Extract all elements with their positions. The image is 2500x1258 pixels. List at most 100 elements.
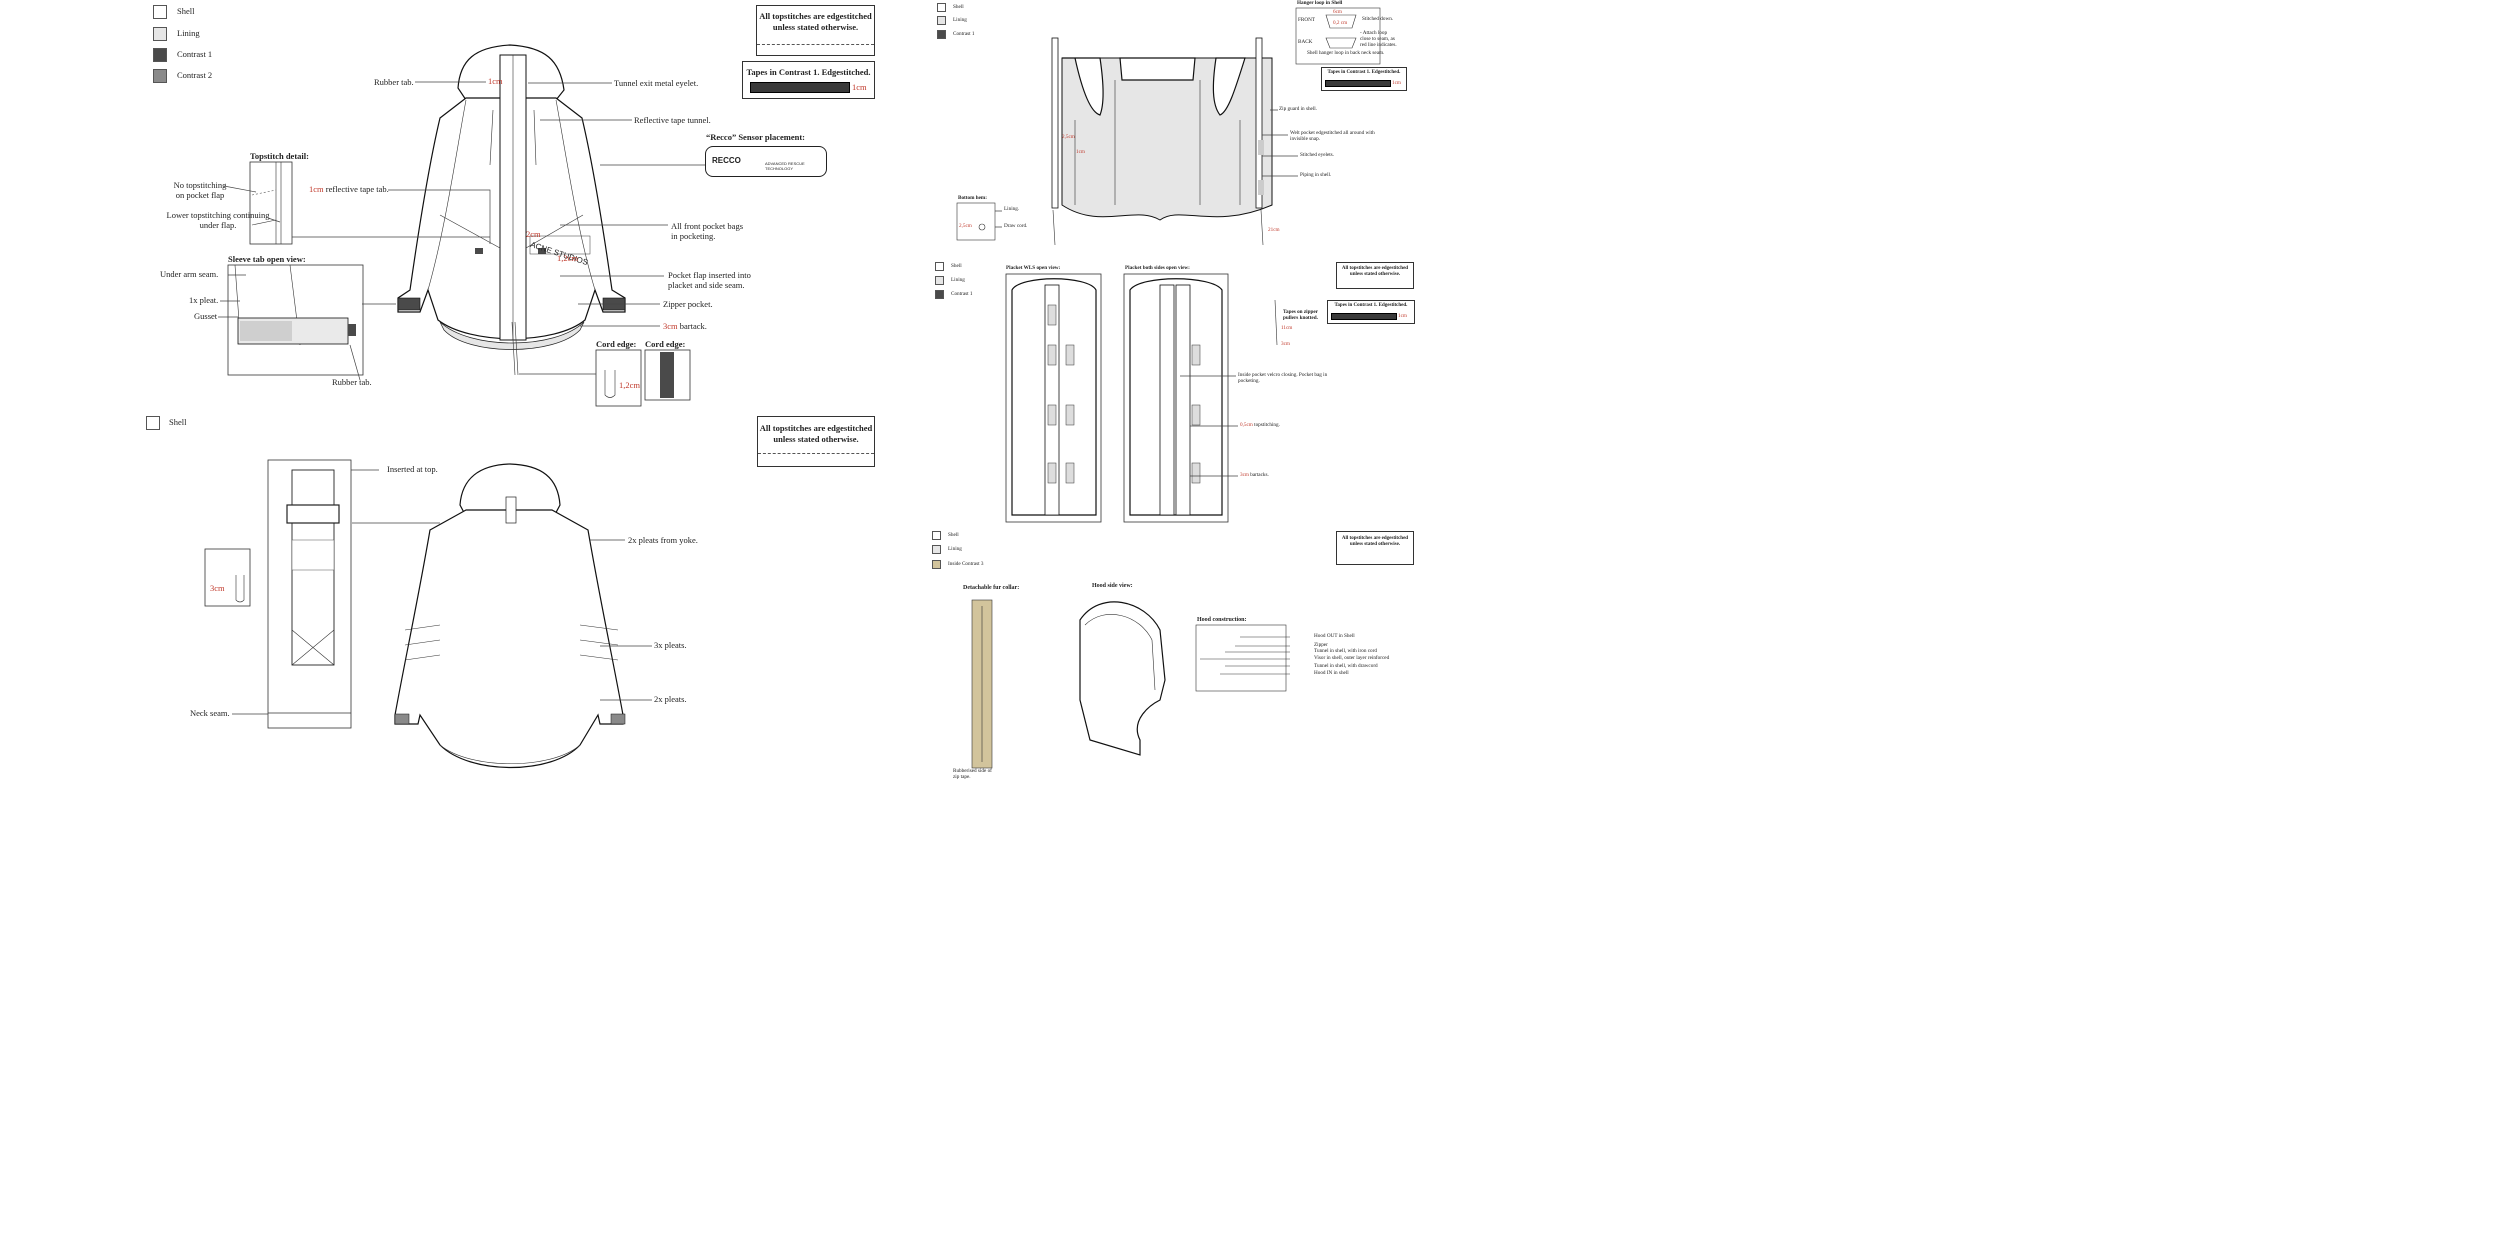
sleeve-tab-title: Sleeve tab open view: xyxy=(228,254,306,264)
legend-label: Shell xyxy=(951,263,962,269)
label-pleat: 1x pleat. xyxy=(189,295,219,305)
label-lining: Lining. xyxy=(1004,206,1020,212)
hood-layer: Hood IN in shell xyxy=(1314,670,1349,676)
topstitch-detail-title: Topstitch detail: xyxy=(250,151,309,161)
reflective-tab-size: 1cm xyxy=(309,184,324,194)
legend-label: Shell xyxy=(177,6,195,16)
puller-dim-1: 11cm xyxy=(1281,325,1293,331)
label-tab-size: 1cm xyxy=(488,76,503,86)
note-tapes: Tapes in Contrast 1. Edgestitched. xyxy=(742,61,875,99)
label-lower-topstitch: Lower topstitching continuing under flap… xyxy=(166,210,270,230)
label-eyelets: Stitched eyelets. xyxy=(1300,152,1334,158)
legend-label: Lining xyxy=(953,17,967,23)
note-topstitch-text: All topstitches are edgestitched unless … xyxy=(1341,536,1409,547)
label-no-topstitch: No topstitching on pocket flap xyxy=(173,180,227,200)
legend-label: Shell xyxy=(948,532,959,538)
note-placket-topstitch: All topstitches are edgestitched unless … xyxy=(1336,262,1414,289)
label-pocket-flap: Pocket flap inserted into placket and si… xyxy=(668,270,751,290)
placket-both-title: Placket both sides open view: xyxy=(1125,265,1190,271)
note-topstitch: All topstitches are edgestitched unless … xyxy=(756,5,875,56)
swatch-shell xyxy=(937,3,946,12)
legend-label: Contrast 1 xyxy=(951,291,973,297)
note-tapes-text: Tapes in Contrast 1. Edgestitched. xyxy=(746,67,871,77)
label-attach-loop: - Attach loop close to seam, as red line… xyxy=(1360,30,1397,48)
note-interior-tapes: Tapes in Contrast 1. Edgestitched. xyxy=(1321,67,1407,91)
label-bartack: 3cm bartack. xyxy=(663,321,707,332)
note-collar-topstitch: All topstitches are edgestitched unless … xyxy=(1336,531,1414,565)
print-top-size: 2cm xyxy=(526,229,541,239)
label-pleats-yoke: 2x pleats from yoke. xyxy=(628,535,698,545)
note-placket-tapes: Tapes in Contrast 1. Edgestitched. xyxy=(1327,300,1415,324)
bartack-text: bartack. xyxy=(679,321,707,331)
note-topstitch-text: All topstitches are edgestitched unless … xyxy=(759,423,873,445)
placket-wls-title: Placket WLS open view: xyxy=(1006,265,1061,271)
hanger-title: Hanger loop in Shell xyxy=(1297,0,1343,6)
cord-edge-title-1: Cord edge: xyxy=(596,339,637,349)
legend-label: Contrast 2 xyxy=(177,70,213,80)
label-front-pocket-bags: All front pocket bags in pocketing. xyxy=(671,221,743,241)
recco-title: “Recco” Sensor placement: xyxy=(706,132,805,142)
label-neck-seam: Neck seam. xyxy=(190,708,230,718)
interior-drawing xyxy=(956,7,1381,246)
label-piping: Piping in shell. xyxy=(1300,172,1332,178)
cord-edge-title-2: Cord edge: xyxy=(645,339,686,349)
label-pleats-3: 3x pleats. xyxy=(654,640,687,650)
label-rubberised-side: Rubberised side of zip tape. xyxy=(953,768,992,780)
swatch-lining xyxy=(935,276,944,285)
legend-label: Lining xyxy=(948,546,962,552)
label-reflective-tunnel: Reflective tape tunnel. xyxy=(634,115,711,125)
hood-layer: Hood OUT in Shell xyxy=(1314,633,1355,639)
note-topstitch-text: All topstitches are edgestitched unless … xyxy=(759,11,872,33)
legend-label: Contrast 1 xyxy=(953,31,975,37)
label-pleats-2: 2x pleats. xyxy=(654,694,687,704)
bottom-hem-title: Bottom hem: xyxy=(958,195,987,201)
tape-size: 1cm xyxy=(1392,80,1401,86)
hanger-dim-2: 0,2 cm xyxy=(1333,20,1348,26)
note-topstitch-back: All topstitches are edgestitched unless … xyxy=(757,416,875,467)
legend-label: Lining xyxy=(177,28,200,38)
label-back: BACK xyxy=(1298,39,1313,45)
legend-label: Shell xyxy=(953,4,964,10)
swatch-lining xyxy=(932,545,941,554)
bartacks-size: 3cm xyxy=(1240,472,1249,478)
tape-size: 1cm xyxy=(1398,313,1407,319)
label-bartacks: 3cm bartacks. xyxy=(1240,472,1269,479)
length-dim: 21cm xyxy=(1268,227,1280,233)
topstitch-size: 0,5cm xyxy=(1240,422,1253,428)
tape-swatch xyxy=(750,82,850,93)
hood-layer: Visor in shell, outer layer reinforced xyxy=(1314,655,1390,661)
print-side-size: 1,2cm xyxy=(557,253,579,263)
placket-drawings xyxy=(1005,273,1278,523)
swatch-contrast-3 xyxy=(932,560,941,569)
label-hanger-back: Shell hanger loop in back neck seam. xyxy=(1307,50,1385,56)
label-velcro: Inside pocket velcro closing. Pocket bag… xyxy=(1238,372,1328,384)
hanger-dim-1: 6cm xyxy=(1333,9,1342,15)
side-dim-2: 1cm xyxy=(1076,149,1085,155)
label-draw-cord: Draw cord. xyxy=(1004,223,1028,229)
note-topstitch-text: All topstitches are edgestitched unless … xyxy=(1341,266,1409,277)
hood-layer: Tunnel in shell, with iron cord xyxy=(1314,648,1377,654)
swatch-lining xyxy=(153,27,167,41)
tape-swatch xyxy=(1331,313,1397,320)
swatch-shell xyxy=(153,5,167,19)
label-rubber-tab: Rubber tab. xyxy=(374,77,414,87)
back-jacket-drawing xyxy=(394,463,626,768)
label-front: FRONT xyxy=(1298,17,1316,23)
fur-collar-title: Detachable fur collar: xyxy=(963,585,1020,591)
label-zip-guard: Zip guard in shell. xyxy=(1279,106,1318,112)
swatch-contrast-2 xyxy=(153,69,167,83)
side-dim-1: 2,5cm xyxy=(1062,134,1075,140)
hood-layer: Zipper xyxy=(1314,642,1328,648)
reflective-tab-text: reflective tape tab. xyxy=(325,184,389,194)
legend-label: Shell xyxy=(169,417,187,427)
label-topstitching: 0,5cm topstitching. xyxy=(1240,422,1280,429)
stitch-line xyxy=(757,44,874,45)
tape-size: 1cm xyxy=(852,82,867,92)
swatch-lining xyxy=(937,16,946,25)
front-jacket-drawing xyxy=(397,44,626,376)
swatch-shell xyxy=(146,416,160,430)
recco-logo: RECCO xyxy=(712,156,741,165)
legend-label: Lining xyxy=(951,277,965,283)
note-tapes-text: Tapes in Contrast 1. Edgestitched. xyxy=(1327,70,1401,75)
label-inserted-top: Inserted at top. xyxy=(387,464,438,474)
